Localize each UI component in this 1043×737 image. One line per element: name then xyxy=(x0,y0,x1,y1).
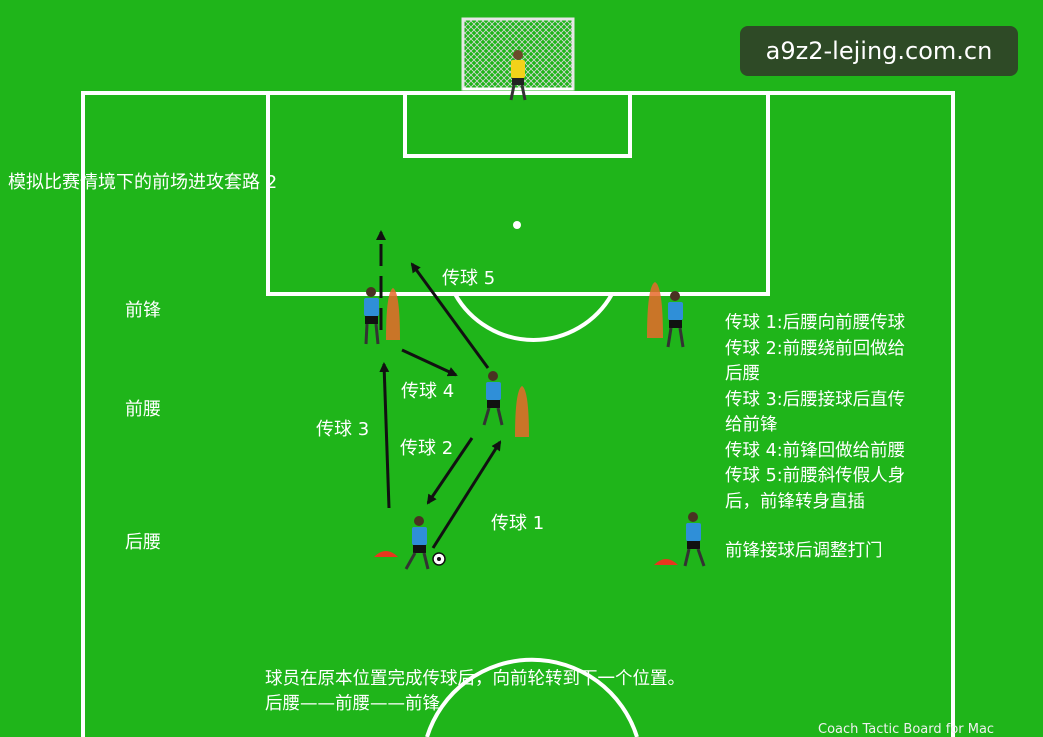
note-line: 传球 4:前锋回做给前腰 xyxy=(725,440,906,461)
note-line: 给前锋 xyxy=(725,415,778,435)
role-label-defensive-mid: 后腰 xyxy=(125,532,161,553)
note-line: 传球 1:后腰向前腰传球 xyxy=(725,313,906,333)
pass-2-arrow xyxy=(426,437,474,505)
dummy-defenders xyxy=(386,282,663,437)
center-circle-arc xyxy=(425,657,639,737)
note-line: 后腰 xyxy=(725,364,760,384)
watermark: a9z2-lejing.com.cn xyxy=(740,26,1018,76)
player-defensive-mid-right xyxy=(683,512,706,567)
ball xyxy=(432,552,446,566)
player-attacking-mid xyxy=(482,371,504,426)
rotation-note-line: 球员在原本位置完成传球后，向前轮转到下一个位置。 xyxy=(265,669,685,689)
pass-3-label: 传球 3 xyxy=(316,419,370,440)
role-label-attacking-mid: 前腰 xyxy=(125,399,161,420)
pass-4-label: 传球 4 xyxy=(401,381,455,402)
note-line: 传球 2:前腰绕前回做给 xyxy=(725,338,906,359)
pass-3-arrow xyxy=(379,362,391,509)
diagram-title: 模拟比赛情境下的前场进攻套路 2 xyxy=(8,172,278,193)
finish-note: 前锋接球后调整打门 xyxy=(725,541,883,561)
pass-5-label: 传球 5 xyxy=(442,268,496,289)
training-cones xyxy=(374,551,678,565)
goalkeeper xyxy=(509,50,527,101)
cone xyxy=(654,559,678,565)
pass-1-arrow xyxy=(431,440,502,549)
pass-5-arrow xyxy=(410,262,490,369)
pass-2-label: 传球 2 xyxy=(400,438,454,459)
rotation-note: 球员在原本位置完成传球后，向前轮转到下一个位置。 后腰——前腰——前锋 xyxy=(265,667,685,717)
note-line: 传球 3:后腰接球后直传 xyxy=(725,389,906,410)
pass-arrows xyxy=(376,230,502,549)
rotation-note-line: 后腰——前腰——前锋 xyxy=(265,694,440,714)
pass-notes: 传球 1:后腰向前腰传球 传球 2:前腰绕前回做给 后腰 传球 3:后腰接球后直… xyxy=(725,311,905,515)
note-line: 传球 5:前腰斜传假人身 xyxy=(725,466,906,486)
role-label-forward: 前锋 xyxy=(125,300,161,321)
app-credit: Coach Tactic Board for Mac xyxy=(818,722,995,737)
field-markings xyxy=(81,91,955,737)
goal-area xyxy=(403,91,632,158)
note-line: 后，前锋转身直插 xyxy=(725,491,865,512)
pass-4-arrow xyxy=(401,348,458,377)
mannequin xyxy=(386,288,400,340)
mannequin xyxy=(515,386,529,437)
penalty-spot xyxy=(513,221,521,229)
penalty-area xyxy=(266,91,770,296)
cone xyxy=(374,551,398,557)
mannequin xyxy=(647,282,663,338)
player-forward-right xyxy=(666,291,685,348)
penalty-arc xyxy=(453,293,614,342)
player-forward-left xyxy=(364,287,380,345)
pass-1-label: 传球 1 xyxy=(491,513,545,534)
player-defensive-mid-left xyxy=(404,516,430,570)
